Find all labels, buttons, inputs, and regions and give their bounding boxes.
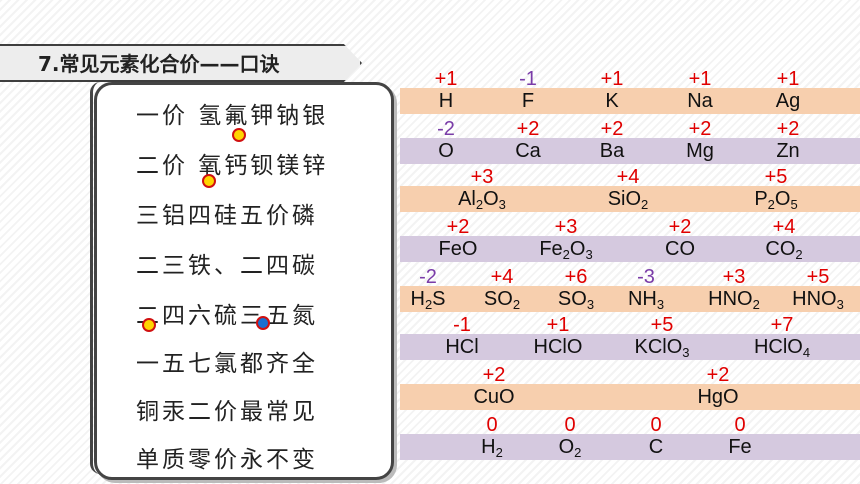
valence-value: 0 (564, 414, 576, 436)
formula: Fe2O3 (539, 238, 593, 262)
valence-value: +2 (706, 364, 730, 386)
formula: HClO4 (753, 336, 811, 360)
valence-value: +1 (600, 68, 624, 90)
valence-value: +6 (564, 266, 588, 288)
band-row-6 (400, 334, 860, 360)
valence-value: +2 (776, 118, 800, 140)
band-row-2 (400, 138, 860, 164)
mnemonic-line-4: 二三铁、二四碳 (136, 253, 318, 279)
mnemonic-line-7: 铜汞二价最常见 (136, 399, 318, 425)
valence-value: +4 (772, 216, 796, 238)
mnemonic-line-6: 一五七氯都齐全 (136, 351, 318, 377)
formula: CO (665, 238, 695, 260)
formula: FeO (438, 238, 478, 260)
valence-value: -1 (453, 314, 471, 336)
band-row-4 (400, 236, 860, 262)
valence-value: -2 (437, 118, 455, 140)
marker-dot-yellow (232, 128, 246, 142)
formula: CuO (473, 386, 515, 408)
formula: Fe (728, 436, 752, 458)
scroll-curl (90, 82, 111, 474)
formula: H2 (481, 436, 503, 460)
mnemonic-line-1: 一价 氢氟钾钠银 (136, 103, 329, 129)
valence-value: 0 (650, 414, 662, 436)
formula: KClO3 (634, 336, 690, 360)
formula: Mg (686, 140, 714, 162)
valence-value: 0 (486, 414, 498, 436)
mnemonic-line-3: 三铝四硅五价磷 (136, 203, 318, 229)
formula: NH3 (627, 288, 665, 312)
formula: H (438, 90, 454, 112)
formula: K (605, 90, 619, 112)
marker-dot-yellow (142, 318, 156, 332)
band-row-7 (400, 384, 860, 410)
page-title: 7.常见元素化合价——口诀 (38, 52, 280, 76)
formula: SO2 (483, 288, 521, 312)
title-banner (0, 44, 362, 82)
marker-dot-yellow (202, 174, 216, 188)
valence-value: +1 (776, 68, 800, 90)
band-row-3 (400, 186, 860, 212)
formula: C (648, 436, 664, 458)
valence-value: +2 (446, 216, 470, 238)
formula: HNO2 (708, 288, 760, 312)
valence-value: +2 (600, 118, 624, 140)
formula: P2O5 (754, 188, 798, 212)
formula: H2S (410, 288, 446, 312)
formula: HClO (533, 336, 583, 358)
valence-value: +5 (764, 166, 788, 188)
mnemonic-line-8: 单质零价永不变 (136, 447, 318, 473)
formula: SO3 (557, 288, 595, 312)
valence-value: +7 (770, 314, 794, 336)
valence-value: -2 (419, 266, 437, 288)
valence-value: +4 (616, 166, 640, 188)
valence-value: +4 (490, 266, 514, 288)
formula: F (521, 90, 535, 112)
formula: Ag (775, 90, 801, 112)
marker-dot-blue (256, 316, 270, 330)
formula: O (438, 140, 454, 162)
valence-value: +3 (470, 166, 494, 188)
mnemonic-line-5: 二四六硫三五氮 (136, 303, 318, 329)
formula: SiO2 (607, 188, 649, 212)
band-row-5 (400, 286, 860, 312)
valence-value: +3 (554, 216, 578, 238)
formula: HCl (445, 336, 479, 358)
valence-value: +2 (688, 118, 712, 140)
valence-value: +2 (482, 364, 506, 386)
valence-value: +2 (668, 216, 692, 238)
valence-value: -1 (519, 68, 537, 90)
valence-value: +2 (516, 118, 540, 140)
valence-value: +1 (688, 68, 712, 90)
formula: Al2O3 (458, 188, 506, 212)
formula: Na (687, 90, 713, 112)
valence-value: +1 (546, 314, 570, 336)
valence-value: +5 (806, 266, 830, 288)
valence-value: +5 (650, 314, 674, 336)
formula: Ca (515, 140, 541, 162)
formula: CO2 (765, 238, 803, 262)
valence-value: +3 (722, 266, 746, 288)
valence-value: 0 (734, 414, 746, 436)
formula: O2 (558, 436, 582, 460)
formula: HNO3 (792, 288, 844, 312)
formula: Zn (776, 140, 800, 162)
band-row-1 (400, 88, 860, 114)
valence-value: -3 (637, 266, 655, 288)
formula: Ba (599, 140, 625, 162)
formula: HgO (697, 386, 739, 408)
mnemonic-line-2: 二价 氧钙钡镁锌 (136, 153, 329, 179)
valence-value: +1 (434, 68, 458, 90)
band-row-8 (400, 434, 860, 460)
mnemonic-scroll (94, 82, 394, 480)
